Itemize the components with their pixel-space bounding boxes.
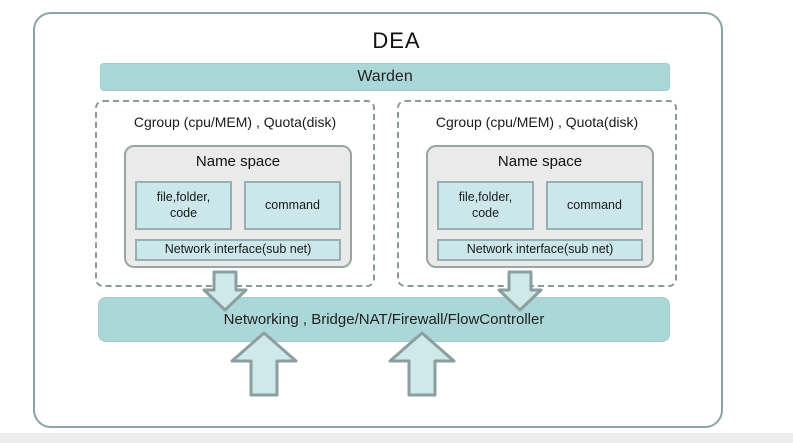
down-arrow-icon [202,270,248,312]
warden-bar: Warden [100,63,670,91]
cgroup-label: Cgroup (cpu/MEM) , Quota(disk) [133,114,337,130]
up-arrow-icon [230,331,298,397]
down-arrow-icon [497,270,543,312]
networking-label: Networking , Bridge/NAT/Firewall/FlowCon… [223,311,545,328]
bottom-edge-strip [0,433,793,443]
namespace-box: Name space file,folder, code command Net… [426,145,654,268]
network-interface-box: Network interface(sub net) [437,239,643,261]
cgroup-container-right: Cgroup (cpu/MEM) , Quota(disk) Name spac… [397,100,677,287]
file-folder-code-box: file,folder, code [135,181,232,230]
network-interface-box: Network interface(sub net) [135,239,341,261]
command-box: command [244,181,341,230]
warden-label: Warden [357,68,413,85]
namespace-box: Name space file,folder, code command Net… [124,145,352,268]
cgroup-container-left: Cgroup (cpu/MEM) , Quota(disk) Name spac… [95,100,375,287]
up-arrow-icon [388,331,456,397]
namespace-title: Name space [195,153,281,170]
namespace-title: Name space [497,153,583,170]
diagram-title: DEA [372,28,421,53]
networking-bar: Networking , Bridge/NAT/Firewall/FlowCon… [98,297,670,342]
command-box: command [546,181,643,230]
cgroup-label: Cgroup (cpu/MEM) , Quota(disk) [435,114,639,130]
file-folder-code-box: file,folder, code [437,181,534,230]
